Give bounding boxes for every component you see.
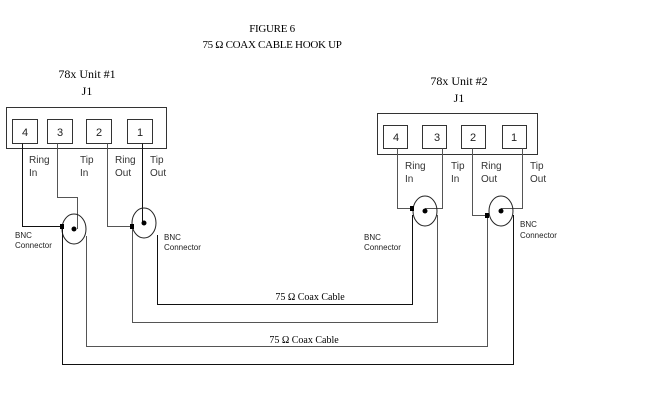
bnc-shield-contact-icon [60, 224, 64, 229]
unit-1-ring-out-label-1: Ring [115, 155, 136, 166]
unit-1-pin-4-number: 4 [22, 127, 28, 139]
unit-1-bnc-in-label-1: BNC [15, 231, 32, 240]
unit-1-connector-label: J1 [82, 84, 93, 98]
unit-1-ring-out-lead [107, 143, 132, 227]
unit-1-tip-in-label-2: In [80, 168, 88, 179]
unit-2-pin-4 [383, 125, 408, 149]
unit-1-pin-4 [12, 119, 38, 144]
unit-1-bnc-connector-out [130, 207, 157, 239]
unit-2: 78x Unit #2 J1 4 3 2 1 Ring In Tip In Ri… [364, 74, 557, 252]
unit-1-tip-in-label-1: Tip [80, 155, 94, 166]
unit-1-tip-in-lead [57, 143, 78, 229]
unit-1-bnc-connector-in [60, 213, 87, 245]
unit-2-pin-3-number: 3 [434, 132, 440, 144]
figure-subtitle: 75 Ω COAX CABLE HOOK UP [202, 39, 341, 51]
unit-2-tip-in-label-2: In [451, 174, 459, 185]
unit-2-tip-out-label-2: Out [530, 174, 546, 185]
unit-2-pin-4-number: 4 [393, 132, 399, 144]
figure-title: FIGURE 6 [249, 23, 295, 35]
bnc-ring-icon [488, 195, 514, 227]
bnc-center-pin-icon [141, 220, 147, 226]
cable-b-label: 75 Ω Coax Cable [269, 335, 339, 346]
bnc-ring-icon [131, 207, 157, 239]
unit-1-pin-1-number: 1 [137, 127, 143, 139]
unit-2-bnc-out-label-1: BNC [520, 220, 537, 229]
unit-2-tip-in-label-1: Tip [451, 161, 465, 172]
unit-2-pin-2-number: 2 [470, 132, 476, 144]
unit-1-ring-in-label-2: In [29, 168, 37, 179]
unit-1-pin-3-number: 3 [57, 127, 63, 139]
unit-2-tip-out-label-1: Tip [530, 161, 544, 172]
unit-2-tip-in-lead [425, 148, 443, 209]
unit-1-pin-2 [86, 119, 112, 144]
cable-b-center-conductor [86, 218, 488, 347]
bnc-center-pin-icon [498, 208, 504, 214]
unit-1-pin-2-number: 2 [96, 127, 102, 139]
unit-1-pin-3 [47, 119, 73, 144]
unit-2-bnc-connector-out [485, 195, 514, 227]
bnc-shield-contact-icon [485, 213, 489, 218]
unit-1: 78x Unit #1 J1 4 3 2 1 Ring In Tip In Ri… [6, 67, 201, 252]
bnc-center-pin-icon [422, 208, 428, 214]
bnc-shield-contact-icon [410, 206, 414, 211]
unit-2-ring-out-label-1: Ring [481, 161, 502, 172]
bnc-center-pin-icon [71, 226, 77, 232]
cable-a-center-conductor [157, 215, 413, 305]
unit-1-tip-out-label-2: Out [150, 168, 166, 179]
unit-2-tip-out-lead [501, 148, 523, 209]
bnc-shield-contact-icon [130, 224, 134, 229]
unit-2-pin-3 [422, 125, 447, 149]
unit-2-ring-out-lead [472, 148, 487, 216]
unit-1-bnc-in-label-2: Connector [15, 241, 52, 250]
cable-a-label: 75 Ω Coax Cable [275, 292, 345, 303]
unit-1-ring-out-label-2: Out [115, 168, 131, 179]
unit-1-bnc-out-label-1: BNC [164, 233, 181, 242]
unit-2-bnc-in-label-2: Connector [364, 243, 401, 252]
unit-1-pin-1 [127, 119, 153, 144]
cable-b-shield [62, 215, 514, 365]
unit-1-ring-in-label-1: Ring [29, 155, 50, 166]
unit-2-pin-2 [461, 125, 486, 149]
unit-2-title: 78x Unit #2 [430, 74, 487, 88]
unit-2-pin-1-number: 1 [511, 132, 517, 144]
unit-2-ring-in-label-2: In [405, 174, 413, 185]
unit-1-ring-in-lead [22, 143, 62, 227]
unit-1-bnc-out-label-2: Connector [164, 243, 201, 252]
unit-2-bnc-out-label-2: Connector [520, 231, 557, 240]
unit-2-connector-label: J1 [454, 91, 465, 105]
unit-1-tip-out-label-1: Tip [150, 155, 164, 166]
unit-2-bnc-connector-in [410, 195, 438, 227]
cable-a-shield [132, 215, 438, 323]
unit-1-title: 78x Unit #1 [58, 67, 115, 81]
unit-2-ring-in-lead [397, 148, 412, 209]
unit-2-pin-1 [502, 125, 527, 149]
unit-2-bnc-in-label-1: BNC [364, 233, 381, 242]
unit-2-ring-out-label-2: Out [481, 174, 497, 185]
unit-2-ring-in-label-1: Ring [405, 161, 426, 172]
